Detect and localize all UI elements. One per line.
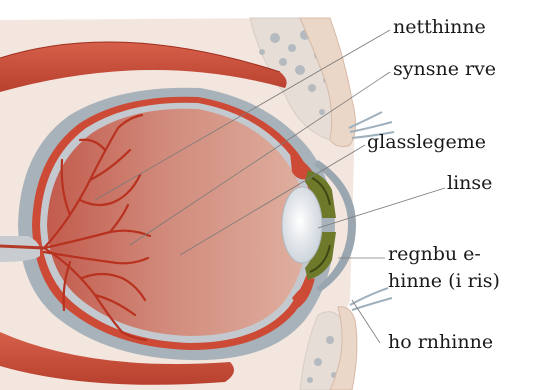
label-linse: linse	[447, 172, 492, 194]
lens-shape	[282, 187, 322, 263]
vitreous-body	[47, 109, 308, 336]
label-glasslegeme: glasslegeme	[367, 131, 486, 153]
label-synsnerve: synsne rve	[393, 58, 496, 80]
label-iris-line1: regnbu e-	[388, 243, 481, 265]
label-iris-line2: hinne (i ris)	[388, 270, 500, 292]
label-netthinne: netthinne	[393, 16, 486, 38]
label-hornhinne: ho rnhinne	[388, 331, 493, 353]
